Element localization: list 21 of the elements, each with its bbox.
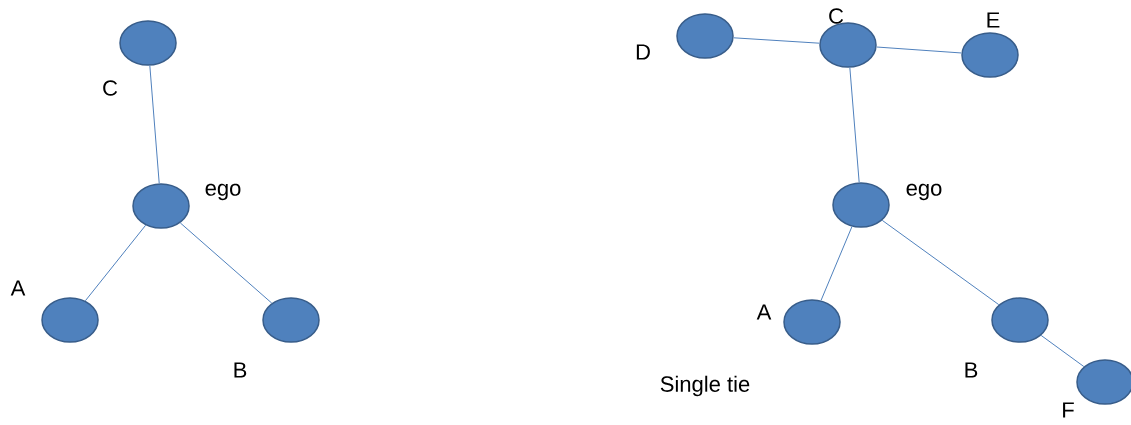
connector-line xyxy=(733,37,820,44)
node-label: C xyxy=(829,8,844,24)
node-label: A xyxy=(10,280,26,296)
node-label: A xyxy=(756,304,772,320)
node-label: D xyxy=(636,44,650,60)
connector-line xyxy=(179,222,273,304)
node-label: ego xyxy=(906,183,942,201)
node-label: B xyxy=(234,362,247,378)
connector-line xyxy=(820,226,853,301)
node-label: C xyxy=(103,80,118,96)
connector-line xyxy=(149,65,160,184)
connector-line xyxy=(881,219,1000,306)
node-label: F xyxy=(1063,402,1074,418)
connector-line xyxy=(84,224,147,302)
node-label: ego xyxy=(205,183,241,201)
caption-text: Single tie xyxy=(660,375,750,397)
connector-line xyxy=(1040,334,1085,368)
connector-line xyxy=(876,46,962,54)
node-label: E xyxy=(987,12,1000,28)
node-label: B xyxy=(965,362,978,378)
connector-line xyxy=(849,67,860,183)
